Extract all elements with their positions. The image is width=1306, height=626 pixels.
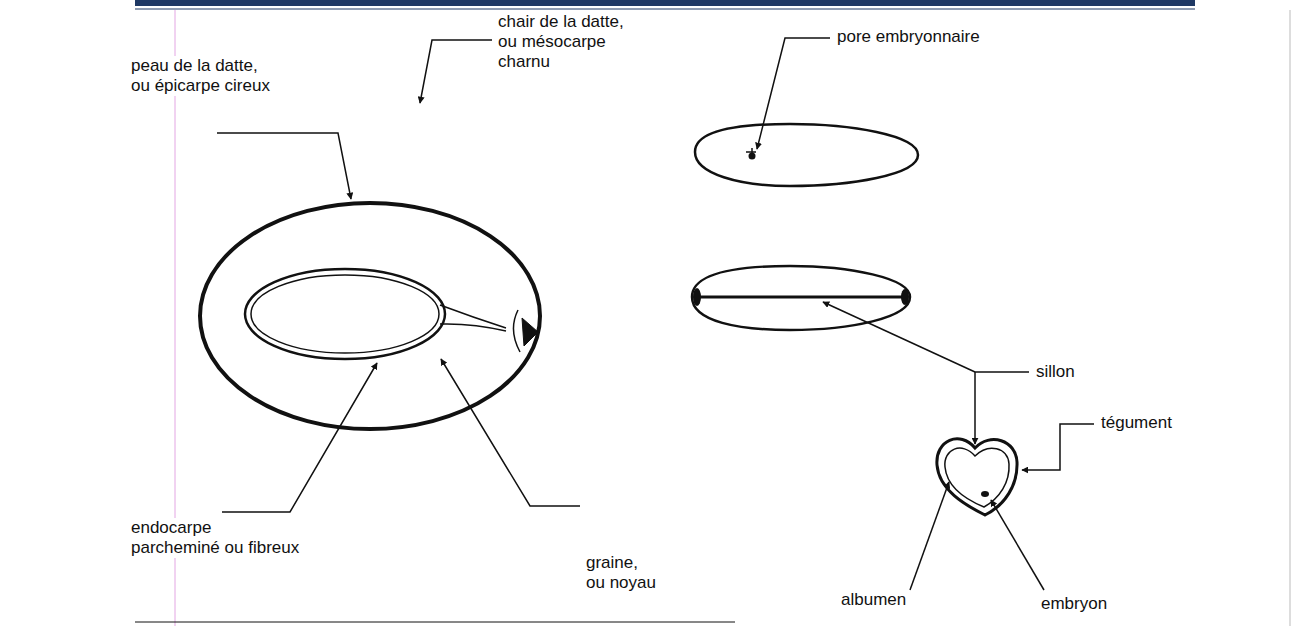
seed-outline — [251, 275, 439, 353]
leader-line — [975, 372, 1029, 444]
groove-line — [695, 296, 908, 299]
embryo-pore — [746, 148, 756, 159]
leader-line — [222, 363, 377, 512]
tegument-outline — [937, 439, 1017, 515]
seed-outline — [695, 124, 918, 186]
seed-end — [901, 289, 909, 305]
header-rule — [135, 9, 1195, 10]
callout-label: tégument — [1100, 413, 1173, 433]
seed-cross-section — [937, 439, 1017, 515]
header-bar — [135, 0, 1195, 6]
seed-side-view — [692, 266, 910, 330]
callout-label: chair de la datte, ou mésocarpe charnu — [497, 12, 629, 72]
leader-line — [823, 302, 975, 372]
leader-line — [420, 40, 492, 103]
leader-line — [1022, 424, 1094, 470]
leader-line — [757, 38, 830, 149]
seed-outline — [692, 266, 910, 330]
page-edge — [1290, 10, 1291, 626]
callout-label: peau de la datte, ou épicarpe cireux — [130, 56, 277, 96]
leader-lines — [217, 38, 1094, 590]
callout-label: pore embryonnaire — [836, 27, 981, 47]
seed-end — [693, 288, 701, 306]
leader-line — [910, 482, 949, 590]
callout-label: graine, ou noyau — [585, 553, 660, 593]
footer-rule — [135, 622, 735, 623]
stalk-scar — [513, 310, 520, 352]
leader-line — [991, 500, 1044, 590]
endocarp-outline — [245, 269, 445, 359]
callout-label: sillon — [1035, 362, 1076, 382]
date-cut-view — [200, 203, 540, 429]
endocarp-tail — [440, 324, 506, 331]
callout-label: albumen — [840, 590, 907, 610]
callout-label: embryon — [1040, 594, 1108, 614]
leader-line — [217, 133, 351, 199]
epicarp-outline — [200, 203, 540, 429]
stalk-tip — [522, 318, 538, 346]
embryo — [981, 491, 989, 497]
leader-line — [441, 359, 580, 506]
callout-label: endocarpe parcheminé ou fibreux — [130, 518, 303, 558]
seed-top-view — [695, 124, 918, 186]
albumen-outline — [945, 448, 1009, 507]
